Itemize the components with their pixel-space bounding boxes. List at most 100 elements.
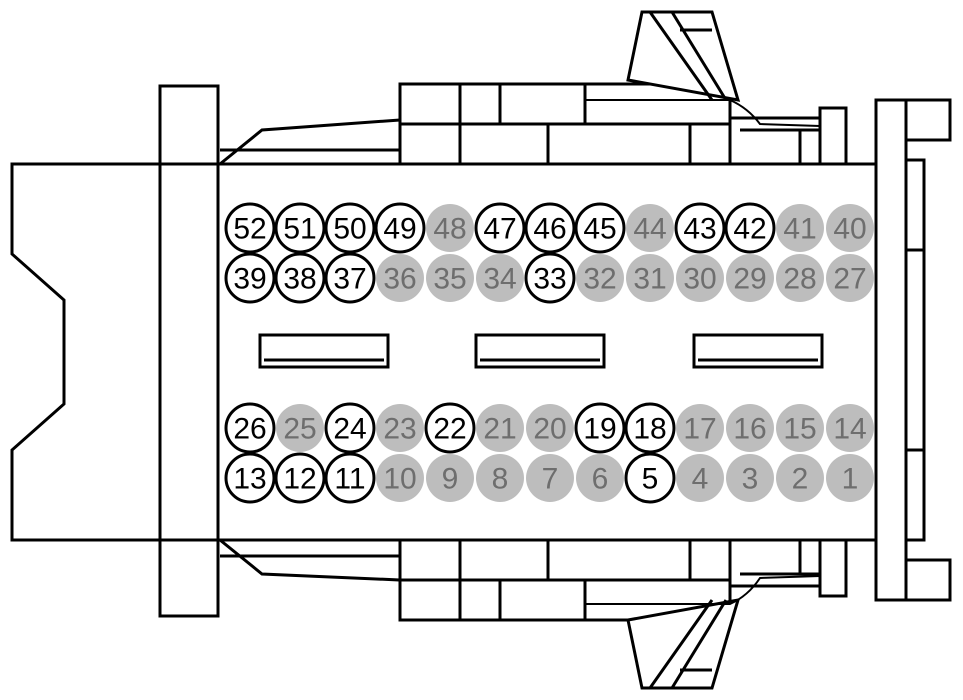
pin-3: 3	[726, 454, 774, 502]
pin-label: 18	[633, 413, 666, 446]
pin-label: 14	[833, 413, 866, 446]
pin-label: 4	[692, 463, 709, 496]
pin-circle	[676, 254, 724, 302]
pin-circle	[826, 404, 874, 452]
pin-27: 27	[826, 254, 874, 302]
pin-label: 43	[683, 213, 716, 246]
pin-44: 44	[626, 204, 674, 252]
pin-circle	[426, 454, 474, 502]
pin-circle	[224, 402, 276, 454]
pin-label: 35	[433, 263, 466, 296]
pin-label: 46	[533, 213, 566, 246]
pin-label: 17	[683, 413, 716, 446]
pin-label: 36	[383, 263, 416, 296]
pin-circle	[624, 452, 676, 504]
pin-circle	[726, 454, 774, 502]
pin-label: 20	[533, 413, 566, 446]
pin-2: 2	[776, 454, 824, 502]
pin-circle	[224, 202, 276, 254]
pin-34: 34	[476, 254, 524, 302]
pin-circle	[424, 402, 476, 454]
pin-circle	[274, 252, 326, 304]
pin-26: 26	[224, 402, 276, 454]
pin-7: 7	[526, 454, 574, 502]
pin-label: 40	[833, 213, 866, 246]
pin-label: 23	[383, 413, 416, 446]
pin-label: 19	[583, 413, 616, 446]
pin-28: 28	[776, 254, 824, 302]
pin-circle	[826, 204, 874, 252]
pin-18: 18	[624, 402, 676, 454]
pin-circle	[676, 404, 724, 452]
pin-label: 50	[333, 213, 366, 246]
pin-11: 11	[324, 452, 376, 504]
pin-label: 37	[333, 263, 366, 296]
pin-circle	[224, 252, 276, 304]
pin-circle	[724, 202, 776, 254]
pin-label: 45	[583, 213, 616, 246]
pin-label: 29	[733, 263, 766, 296]
pin-label: 3	[742, 463, 759, 496]
pin-label: 39	[233, 263, 266, 296]
pin-circle	[426, 204, 474, 252]
pin-43: 43	[674, 202, 726, 254]
pin-50: 50	[324, 202, 376, 254]
pin-label: 12	[283, 463, 316, 496]
pin-39: 39	[224, 252, 276, 304]
pin-5: 5	[624, 452, 676, 504]
pin-13: 13	[224, 452, 276, 504]
top-latch-wing	[585, 10, 821, 127]
pin-circle	[526, 404, 574, 452]
pin-circle	[274, 452, 326, 504]
pin-46: 46	[524, 202, 576, 254]
pin-1: 1	[826, 454, 874, 502]
pin-circle	[626, 254, 674, 302]
pin-label: 13	[233, 463, 266, 496]
pin-circle	[324, 252, 376, 304]
pin-label: 10	[383, 463, 416, 496]
pin-label: 32	[583, 263, 616, 296]
pin-circle	[526, 454, 574, 502]
pin-circle	[274, 202, 326, 254]
pin-15: 15	[776, 404, 824, 452]
pin-circle	[726, 254, 774, 302]
keying-slot	[474, 333, 606, 369]
pin-circle	[826, 454, 874, 502]
pin-label: 48	[433, 213, 466, 246]
pin-24: 24	[324, 402, 376, 454]
pin-label: 7	[542, 463, 559, 496]
pin-circle	[324, 452, 376, 504]
pin-32: 32	[576, 254, 624, 302]
pin-circle	[726, 404, 774, 452]
pin-circle	[574, 202, 626, 254]
pin-45: 45	[574, 202, 626, 254]
pin-31: 31	[626, 254, 674, 302]
pin-label: 27	[833, 263, 866, 296]
pin-38: 38	[274, 252, 326, 304]
pin-label: 11	[334, 463, 365, 496]
pin-circle	[576, 454, 624, 502]
pin-17: 17	[676, 404, 724, 452]
right-end-plates	[818, 98, 952, 602]
pin-label: 33	[533, 263, 566, 296]
pin-label: 22	[433, 413, 466, 446]
pin-circle	[524, 252, 576, 304]
bottom-latch-wing	[585, 575, 821, 690]
pin-label: 8	[492, 463, 509, 496]
pin-23: 23	[376, 404, 424, 452]
pin-36: 36	[376, 254, 424, 302]
pin-6: 6	[576, 454, 624, 502]
pin-circle	[626, 204, 674, 252]
pin-label: 52	[233, 213, 266, 246]
pin-circle	[474, 202, 526, 254]
pin-label: 42	[733, 213, 766, 246]
pin-circle	[776, 254, 824, 302]
pin-37: 37	[324, 252, 376, 304]
pin-40: 40	[826, 204, 874, 252]
pin-21: 21	[476, 404, 524, 452]
pin-16: 16	[726, 404, 774, 452]
pin-label: 5	[642, 463, 659, 496]
pin-circle	[324, 402, 376, 454]
pin-label: 2	[792, 463, 809, 496]
pin-35: 35	[426, 254, 474, 302]
